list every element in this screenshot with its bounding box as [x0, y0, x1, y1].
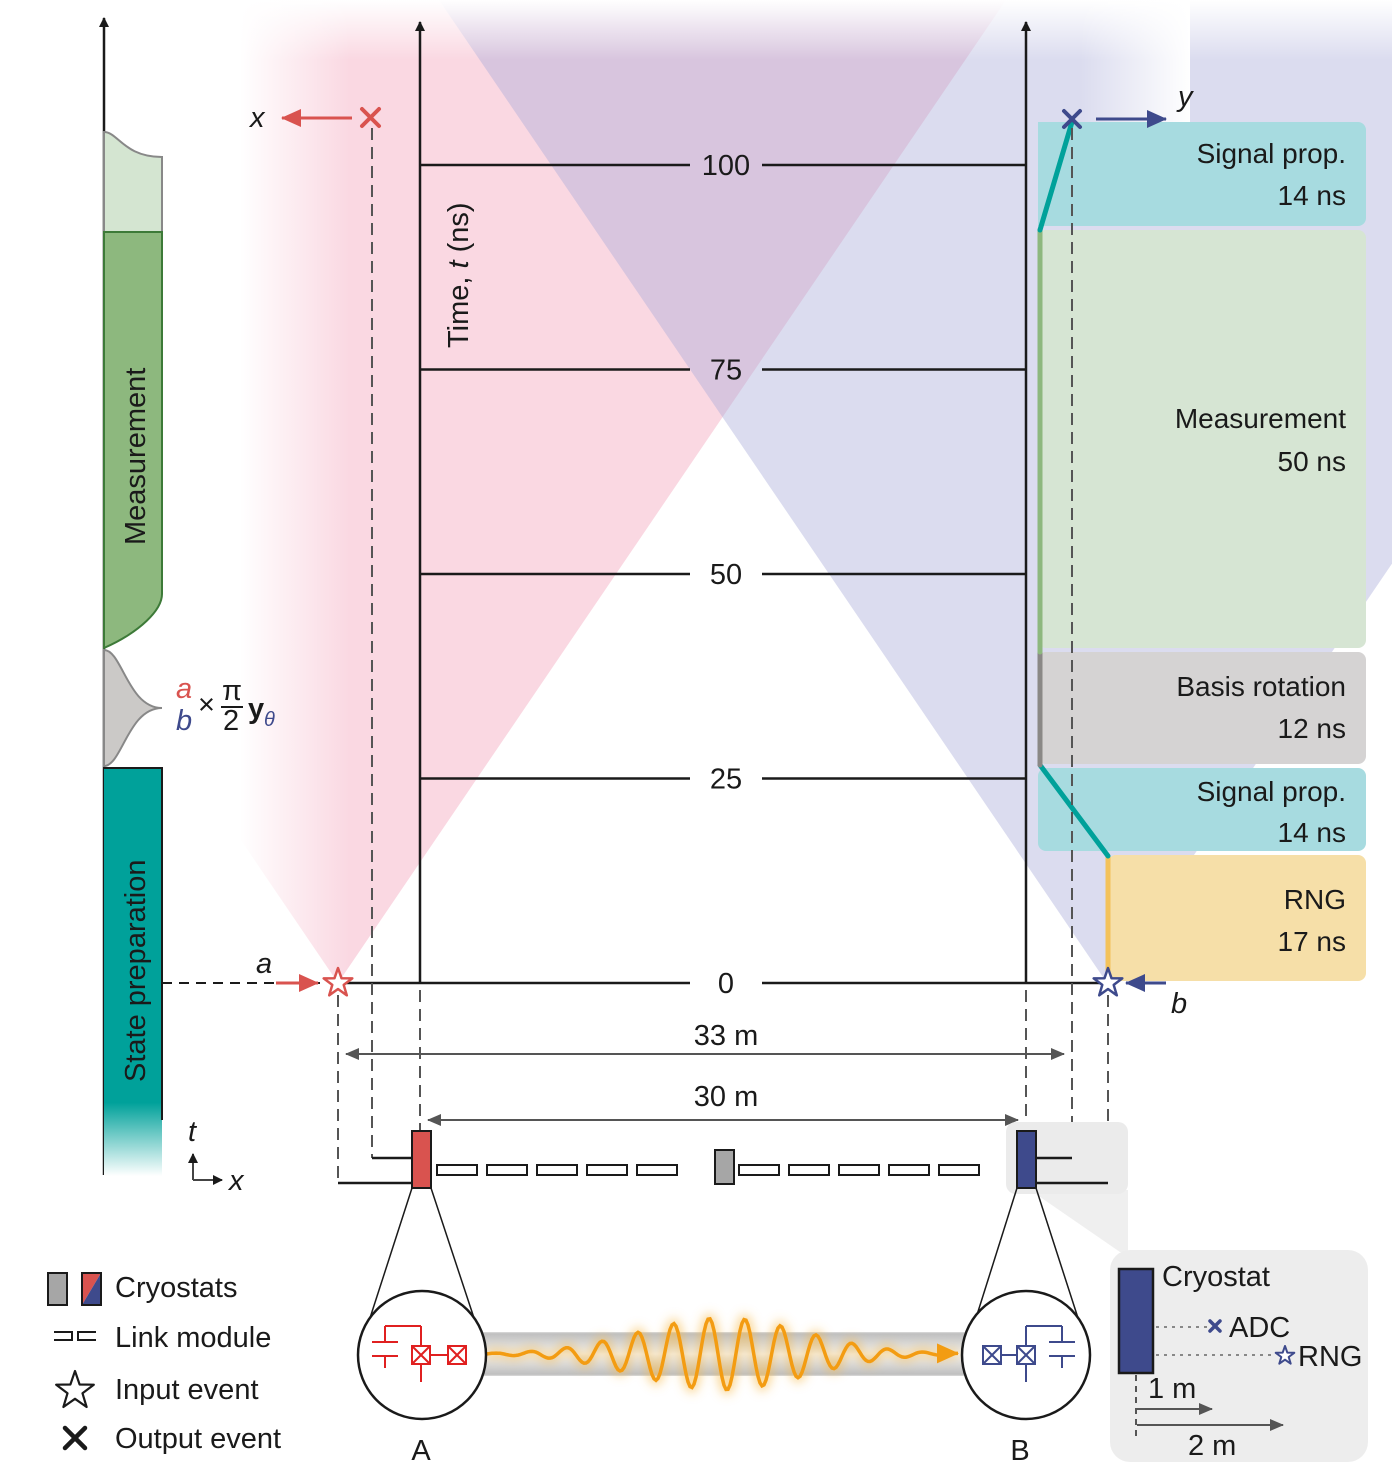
time-axes [415, 21, 1031, 983]
phase-labels: Signal prop. 14 ns Measurement 50 ns Bas… [1175, 138, 1346, 957]
events: a b x y [248, 81, 1194, 1020]
link-module [738, 1164, 780, 1176]
cryostat-middle [714, 1149, 735, 1185]
phase-name: Basis rotation [1176, 671, 1346, 702]
inset-rng-label: RNG [1298, 1341, 1362, 1373]
legend-link-module-icon [54, 1331, 96, 1341]
inset-rng-star-icon [1274, 1345, 1296, 1365]
pulse-sequence-bar: Measurement State preparation a b × π 2 … [99, 17, 275, 1197]
legend: Cryostats Link module Input event Output… [47, 1272, 281, 1455]
phase-name: Signal prop. [1197, 776, 1346, 807]
state-prep-pulse [104, 768, 162, 1176]
phase-duration: 12 ns [1278, 713, 1347, 744]
legend-output-event: Output event [115, 1423, 281, 1455]
cryostat-b [1016, 1130, 1037, 1189]
link-module [788, 1164, 830, 1176]
input-star-a-icon [322, 966, 354, 997]
phase-duration: 50 ns [1278, 446, 1347, 477]
link-module [636, 1164, 678, 1176]
pulse-fraction-numerator: π [222, 675, 242, 707]
circuit-detail: A B [356, 1289, 1092, 1467]
link-module [888, 1164, 930, 1176]
phase-duration: 14 ns [1278, 180, 1347, 211]
mini-axis-t: t [188, 1116, 198, 1148]
node-b-qubit-icon [982, 1325, 1075, 1382]
inset-cryostat-label: Cryostat [1162, 1261, 1270, 1293]
distance-inner-label: 30 m [694, 1081, 758, 1113]
output-cross-x-icon [360, 107, 381, 128]
node-a-qubit-icon [372, 1325, 467, 1382]
cryostat-inset: Cryostat ADC RNG 1 m 2 m [1110, 1250, 1368, 1462]
legend-star-icon [55, 1369, 95, 1409]
cryostat-a [411, 1130, 432, 1189]
measurement-pulse [103, 231, 163, 650]
pulse-axis-theta: θ [264, 709, 275, 731]
pulse-fraction-denominator: 2 [223, 705, 239, 737]
output-y-label: y [1176, 81, 1194, 113]
link-module [838, 1164, 880, 1176]
inset-2m-label: 2 m [1188, 1430, 1236, 1462]
phase-box-signal-prop-top [1038, 122, 1366, 226]
inset-cryostat-icon [1117, 1267, 1155, 1375]
node-b-label: B [1010, 1435, 1029, 1467]
phase-name: RNG [1284, 884, 1346, 915]
phase-box-rng [1108, 855, 1366, 981]
measurement-label: Measurement [120, 368, 152, 545]
inset-adc-icon [1208, 1319, 1222, 1333]
microwave-photon [485, 1316, 959, 1392]
phase-box-measurement [1038, 230, 1366, 648]
distance-markers: 33 m 30 m [345, 1020, 1065, 1126]
cryostat-link [338, 1122, 1128, 1319]
input-star-b-icon [1092, 966, 1124, 997]
link-module [436, 1164, 478, 1176]
link-module [536, 1164, 578, 1176]
legend-link-module: Link module [115, 1322, 271, 1354]
pulse-axis-y: y [248, 693, 264, 725]
inset-1m-label: 1 m [1148, 1373, 1196, 1405]
output-cross-y-icon [1062, 109, 1082, 129]
measurement-pulse-light [103, 130, 163, 233]
time-tick-label: 100 [702, 150, 750, 182]
input-a-label: a [256, 948, 272, 980]
link-module [938, 1164, 980, 1176]
legend-cross-icon [62, 1425, 88, 1451]
phase-name: Measurement [1175, 403, 1346, 434]
phase-name: Signal prop. [1197, 138, 1346, 169]
time-axis-label: Time, t (ns) [443, 202, 475, 348]
legend-cryostat-split-icon [81, 1272, 102, 1306]
time-tick-label: 50 [710, 559, 742, 591]
legend-cryostats: Cryostats [115, 1272, 237, 1304]
time-ticks: 0 25 50 75 100 [338, 150, 1100, 1000]
distance-outer-label: 33 m [694, 1020, 758, 1052]
node-a-label: A [411, 1435, 431, 1467]
legend-input-event: Input event [115, 1374, 259, 1406]
phase-duration: 17 ns [1278, 926, 1347, 957]
bob-timeline-path [1037, 119, 1111, 986]
input-b-label: b [1171, 988, 1187, 1020]
pulse-label-b: b [176, 705, 192, 737]
pulse-times: × [198, 689, 215, 721]
link-module [586, 1164, 628, 1176]
phase-duration: 14 ns [1278, 817, 1347, 848]
phase-boxes [1038, 122, 1366, 981]
state-prep-label: State preparation [120, 860, 152, 1082]
mini-axis-x: x [227, 1165, 245, 1197]
output-x-label: x [248, 102, 266, 134]
pulse-label-a: a [176, 673, 192, 705]
link-module [486, 1164, 528, 1176]
zoom-funnel [1030, 1190, 1128, 1252]
inset-adc-label: ADC [1229, 1312, 1290, 1344]
phase-box-basis-rotation [1038, 652, 1366, 764]
phase-box-signal-prop-bottom [1038, 768, 1366, 851]
time-tick-label: 0 [718, 968, 734, 1000]
link-modules [436, 1164, 980, 1176]
time-tick-label: 75 [710, 355, 742, 387]
basis-rotation-pulse [103, 648, 163, 768]
time-tick-label: 25 [710, 764, 742, 796]
legend-cryostat-gray-icon [47, 1272, 68, 1306]
